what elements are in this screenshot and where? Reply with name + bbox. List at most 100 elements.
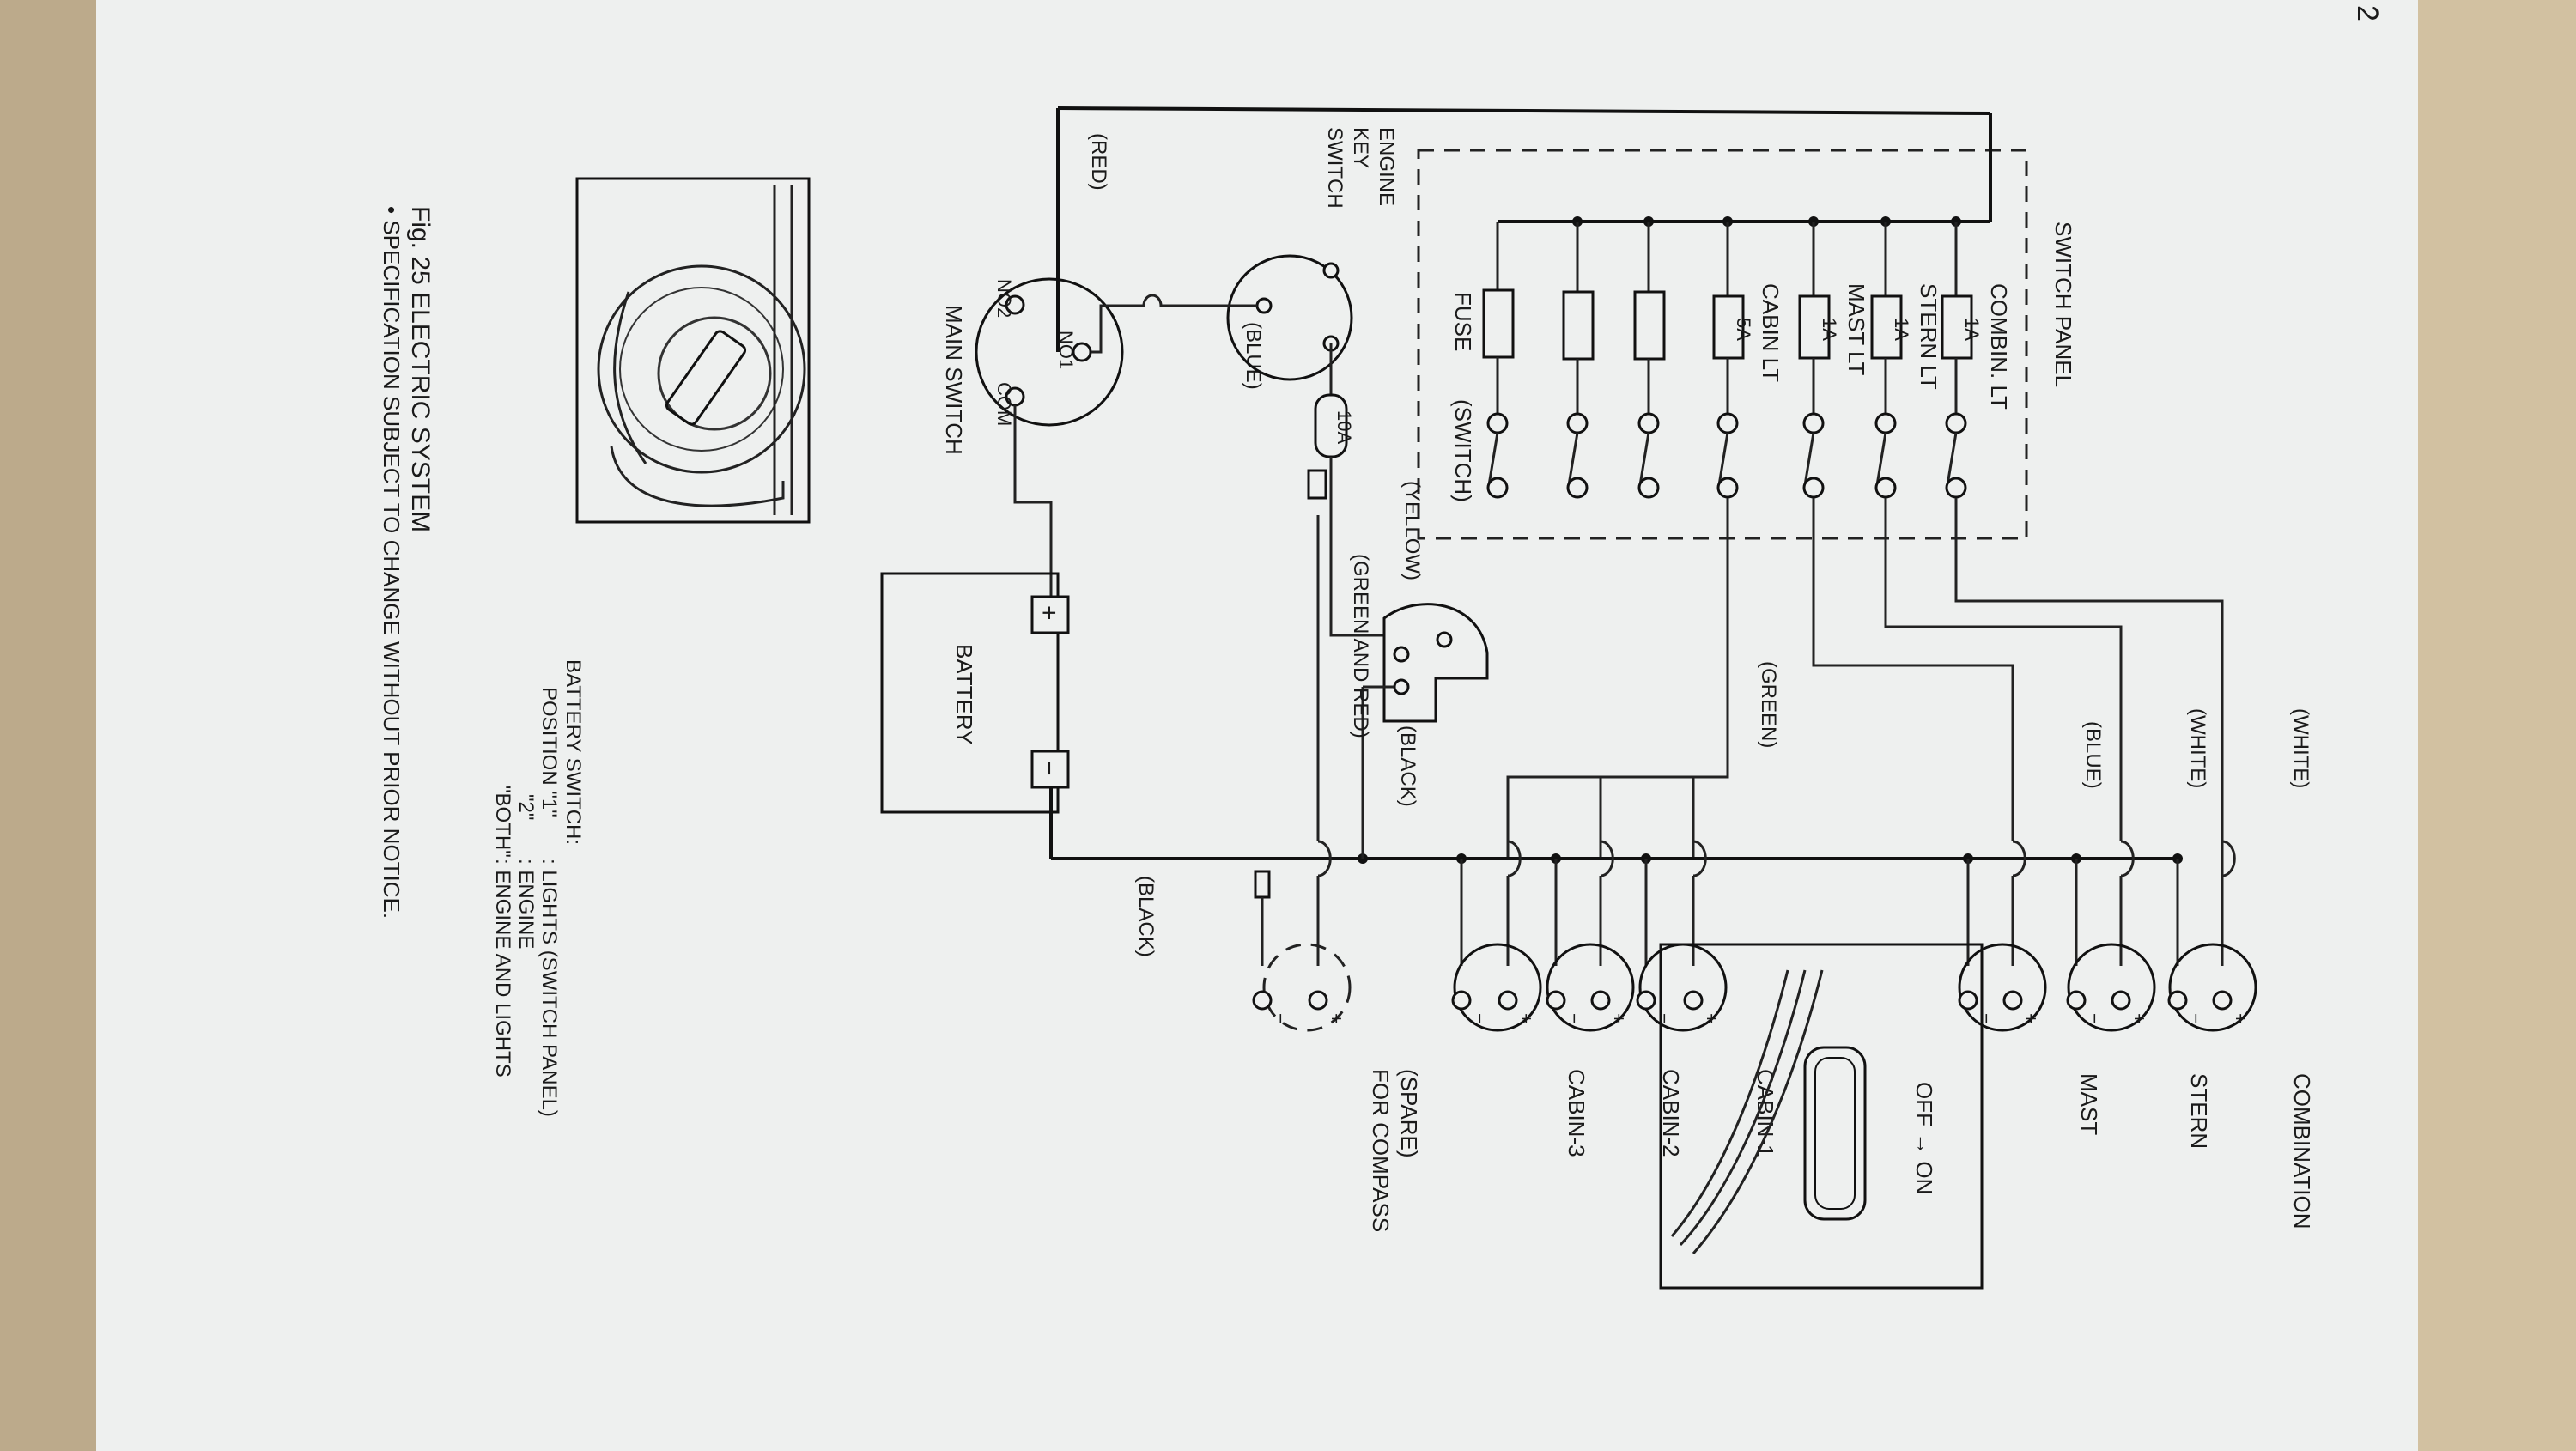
light-label: CABIN-2 [1658, 1069, 1684, 1157]
switch-panel-title: SWITCH PANEL [2050, 222, 2076, 387]
switch-row-mast: 1A MAST LT [1798, 216, 1869, 499]
svg-text:−: − [1976, 1013, 1997, 1024]
fuse-rating: 1A [1891, 318, 1912, 341]
main-switch: NO1 NO2 COM MAIN SWITCH [941, 277, 1178, 601]
switch-row-cabin: 5A CABIN LT [1712, 216, 1783, 499]
battery-minus: − [1035, 761, 1063, 776]
main-switch-com: COM [993, 382, 1015, 426]
figure-title: Fig. 25 ELECTRIC SYSTEM [406, 206, 434, 532]
svg-text:+: + [2230, 1013, 2251, 1024]
wire-label: (WHITE) [2186, 708, 2209, 788]
light-cabin-3: + − CABIN-3 [1451, 943, 1589, 1157]
svg-text:+: + [1326, 1013, 1347, 1024]
switch-row-stern: 1A STERN LT [1870, 216, 1941, 499]
switch-row-label: CABIN LT [1758, 283, 1783, 382]
fuse-rating: 5A [1733, 318, 1754, 341]
page-number: 2 [2351, 5, 2384, 21]
wire-label: (BLACK) [1396, 726, 1419, 807]
light-label: STERN [2186, 1073, 2212, 1149]
svg-text:−: − [1469, 1013, 1491, 1024]
fuse-label: FUSE [1450, 292, 1476, 351]
battery-switch-value: : LIGHTS (SWITCH PANEL) [538, 859, 561, 1117]
main-switch-no1: NO1 [1055, 331, 1077, 369]
switch-label: (SWITCH) [1450, 399, 1476, 502]
battery-switch-position: POSITION "1" [538, 687, 561, 817]
battery-switch-heading: BATTERY SWITCH: [562, 659, 585, 845]
svg-text:+: + [2129, 1013, 2150, 1024]
switch-row-label: STERN LT [1916, 283, 1941, 390]
svg-text:+: + [1701, 1013, 1722, 1024]
fuse-box [1941, 294, 1973, 360]
light-label: MAST [2076, 1073, 2102, 1135]
light-label: CABIN-3 [1564, 1069, 1589, 1157]
wire-label: (RED) [1087, 133, 1110, 191]
light-label: CABIN-1 [1753, 1069, 1778, 1157]
light-label-2: FOR COMPASS [1368, 1069, 1394, 1232]
switch-row-combin: 1A COMBIN. LT [1941, 216, 2012, 499]
wire-color-labels: (WHITE) (WHITE) (BLUE) (GREEN) (BLACK) (… [1087, 133, 2312, 957]
svg-text:+: + [1516, 1013, 1537, 1024]
wire-label: (YELLOW) [1400, 481, 1424, 580]
light-mast: + − MAST [1958, 943, 2102, 1135]
battery-switch-spec: BATTERY SWITCH: POSITION "1" : LIGHTS (S… [491, 659, 585, 1117]
light-label: (SPARE) [1396, 1069, 1422, 1158]
wire-label: (BLUE) [2081, 721, 2105, 789]
rocker-switch-icon [1803, 1046, 1867, 1221]
key-switch-label-3: SWITCH [1323, 127, 1346, 209]
key-switch-label-1: ENGINE [1375, 127, 1398, 206]
svg-text:+: + [2020, 1013, 2042, 1024]
switch-row-spare-2 [1562, 216, 1595, 499]
switch-panel-border [1417, 149, 2028, 540]
svg-text:+: + [1608, 1013, 1630, 1024]
light-stern: + − STERN [2066, 943, 2212, 1149]
light-cabin-2: + − CABIN-2 [1546, 943, 1684, 1157]
svg-text:−: − [1654, 1013, 1675, 1024]
battery-switch-value: : ENGINE [514, 859, 538, 949]
battery-switch-position: "BOTH" [491, 786, 514, 858]
light-wiring [1049, 469, 2236, 966]
figure-caption: Fig. 25 ELECTRIC SYSTEM • SPECIFICATION … [379, 206, 434, 919]
gauge-shape [1382, 603, 1489, 723]
battery-switch-value: : ENGINE AND LIGHTS [491, 859, 514, 1078]
light-connectors: + − COMBINATION + − STERN + − MAST + − C… [1252, 943, 2315, 1232]
key-switch-label-2: KEY [1349, 127, 1372, 168]
battery-switch-photo [575, 177, 811, 524]
main-switch-label: MAIN SWITCH [941, 305, 967, 455]
fuse-box [1798, 294, 1831, 360]
wire-label: (GREEN) [1757, 661, 1780, 748]
manual-page: 2 SWITCH PANEL 1A COMBIN. LT 1A [96, 0, 2418, 1451]
switch-row-spare-3 [1482, 222, 1515, 499]
svg-text:−: − [1564, 1013, 1585, 1024]
engine-key-switch: ENGINE KEY SWITCH 10A [1178, 127, 1489, 723]
wiring-diagram: 2 SWITCH PANEL 1A COMBIN. LT 1A [379, 5, 2384, 1290]
battery-plus: + [1035, 605, 1063, 621]
svg-text:−: − [1270, 1013, 1291, 1024]
battery-switch-knob-icon [665, 330, 747, 426]
inset-label: OFF → ON [1911, 1082, 1937, 1194]
switch-row-label: MAST LT [1844, 283, 1869, 376]
fuse-rating: 1A [1961, 318, 1983, 341]
wire-label: (GREEN AND RED) [1349, 554, 1372, 738]
switch-row-spare-1 [1633, 216, 1666, 499]
switch-inset: OFF → ON [1659, 943, 1984, 1290]
battery: + − BATTERY [880, 572, 1070, 814]
switch-row-label: COMBIN. LT [1986, 283, 2012, 410]
light-cabin-1: + − CABIN-1 [1636, 943, 1778, 1157]
page-number-text: 2 [2351, 5, 2384, 21]
switch-panel: SWITCH PANEL 1A COMBIN. LT 1A [1056, 106, 2076, 540]
fuse-10a: 10A [1334, 410, 1355, 444]
svg-text:−: − [2185, 1013, 2207, 1024]
svg-text:−: − [2084, 1013, 2105, 1024]
figure-note: • SPECIFICATION SUBJECT TO CHANGE WITHOU… [379, 206, 404, 919]
battery-body [880, 572, 1060, 814]
main-switch-no2: NO2 [993, 279, 1015, 318]
light-label: COMBINATION [2289, 1073, 2315, 1229]
fuse-rating: 1A [1819, 318, 1840, 341]
wire-label: (BLACK) [1134, 876, 1157, 957]
battery-switch-position: "2" [514, 794, 538, 820]
light-combination: + − COMBINATION [2167, 943, 2315, 1229]
wire-label: (WHITE) [2289, 708, 2312, 788]
battery-label: BATTERY [951, 644, 977, 745]
light-spare-compass: + − (SPARE) FOR COMPASS [1252, 943, 1422, 1232]
wire-label: (BLUE) [1242, 322, 1265, 390]
